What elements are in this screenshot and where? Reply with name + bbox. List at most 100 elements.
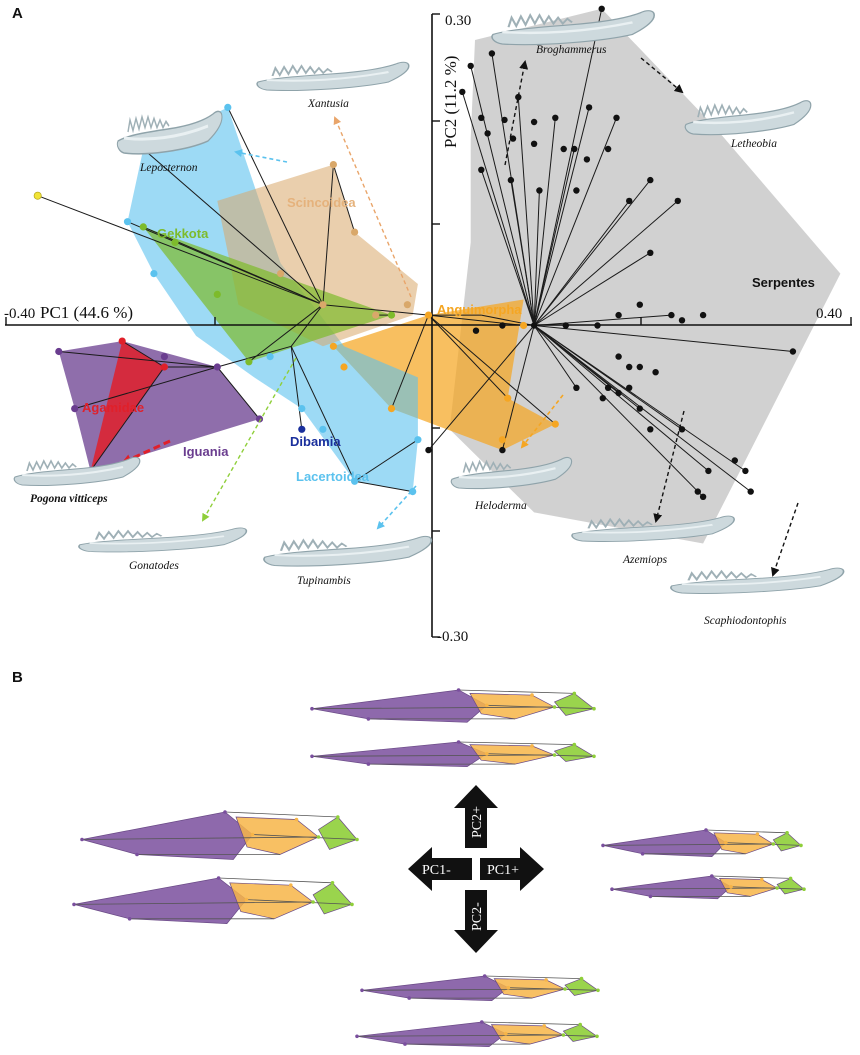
svg-text:PC1+: PC1+ [487, 863, 519, 878]
point-serpentes [647, 426, 654, 433]
wireframe-landmark [610, 887, 614, 891]
phylogeny-edges [37, 8, 793, 498]
wireframe-landmark [572, 691, 577, 696]
point-anguimorpha [504, 394, 512, 402]
point-serpentes [705, 467, 712, 475]
point-lacertoidea [224, 103, 232, 111]
point-serpentes [626, 363, 633, 371]
wireframe-link [705, 829, 788, 834]
svg-text:PC1-: PC1- [422, 863, 451, 878]
wireframe-landmark [355, 1034, 359, 1039]
letheobia-jaw-image [684, 99, 812, 136]
arrow-pogona [121, 439, 171, 464]
phylogeny-edge [533, 325, 619, 394]
point-outgroup [33, 191, 42, 200]
point-anguimorpha [340, 363, 348, 371]
point-agamidae [118, 337, 126, 345]
pc-direction-arrows: PC2+ PC1- PC1+ PC2- [408, 785, 544, 953]
wireframe-region [772, 832, 802, 852]
point-serpentes [499, 322, 506, 329]
wireframe-link [484, 975, 582, 979]
panel-b-letter: B [12, 669, 23, 686]
wireframe-landmark [601, 843, 605, 848]
point-serpentes [573, 384, 580, 391]
wireframe-landmark [595, 1034, 599, 1039]
label-anguimorpha: Anguimorpha [437, 302, 522, 317]
wireframe-link [486, 753, 595, 757]
arrow-letheobia [640, 57, 684, 94]
wireframe-link [224, 811, 338, 818]
point-serpentes [626, 197, 633, 205]
wireframe-landmark [785, 831, 789, 835]
point-serpentes [636, 301, 643, 308]
wireframe-landmark [530, 693, 534, 697]
xantusia-jaw-image [255, 60, 411, 92]
phylogeny-edge [74, 366, 218, 410]
point-scincoidea [277, 270, 285, 278]
wireframe-region [553, 692, 595, 716]
point-serpentes [699, 493, 707, 500]
point-serpentes [552, 114, 559, 122]
pc2-min-label: -0.30 [437, 629, 468, 645]
phylogeny-edge [227, 107, 324, 305]
wireframe-landmark [729, 885, 733, 889]
wireframe-landmark [561, 1033, 566, 1037]
point-serpentes [747, 488, 754, 495]
pogona-jaw-image [13, 456, 142, 487]
wireframe-landmark [552, 753, 557, 757]
point-iguania [255, 415, 264, 423]
wireframe-landmark [485, 703, 489, 708]
pc2-axis-title: PC2 (11.2 %) [441, 56, 460, 148]
phylogeny-edge [121, 340, 165, 368]
wireframe-link [311, 706, 555, 710]
wireframe-link [481, 1021, 581, 1025]
wireframe-landmark [480, 1020, 484, 1024]
point-serpentes [599, 395, 606, 402]
phylogeny-edge [533, 107, 590, 326]
wireframe-link [252, 834, 358, 840]
point-serpentes [594, 322, 601, 329]
phylogeny-edge [354, 439, 419, 482]
wireframe-landmark [648, 894, 653, 899]
wireframe-region [776, 877, 805, 895]
wireframe-region [361, 975, 509, 1002]
wireframe-region [81, 811, 253, 860]
panel-a-letter: A [12, 5, 23, 22]
point-serpentes [615, 389, 622, 397]
point-serpentes [699, 311, 707, 319]
wireframe-landmark [407, 996, 412, 1000]
point-serpentes [678, 317, 686, 324]
wireframe-region [318, 816, 358, 850]
point-serpentes [530, 322, 538, 329]
phylogeny-edge [533, 179, 651, 326]
point-serpentes [674, 197, 681, 205]
point-serpentes [647, 249, 654, 256]
specimen-label-tupinambis: Tupinambis [297, 575, 351, 587]
wireframe-region [312, 882, 353, 915]
wireframe-link [458, 741, 575, 745]
arrow-gonatodes [202, 357, 297, 522]
phylogeny-edge [533, 200, 679, 326]
wireframe-link [602, 843, 774, 846]
wireframe-landmark [456, 688, 461, 692]
phylogeny-edge [322, 304, 429, 316]
point-scincoidea [319, 301, 327, 309]
wireframe-landmark [366, 762, 371, 766]
specimen-label-xantusia: Xantusia [307, 98, 349, 110]
shape-wireframes [72, 688, 806, 1048]
wireframe-landmark [563, 987, 567, 991]
wireframe-region [73, 877, 247, 924]
wireframe-landmark [80, 837, 84, 842]
point-serpentes [488, 50, 496, 57]
point-agamidae [160, 363, 168, 371]
phylogeny-edge [428, 314, 556, 425]
label-iguania: Iguania [183, 444, 229, 459]
point-serpentes [515, 93, 522, 101]
wireframe-landmark [552, 705, 557, 709]
wireframe-landmark [592, 754, 596, 759]
wireframe-landmark [788, 876, 793, 881]
wireframe-landmark [310, 754, 314, 759]
scaphiodontophis-jaw-image [669, 566, 846, 596]
wireframe-landmark [771, 842, 776, 846]
point-anguimorpha [424, 311, 433, 319]
